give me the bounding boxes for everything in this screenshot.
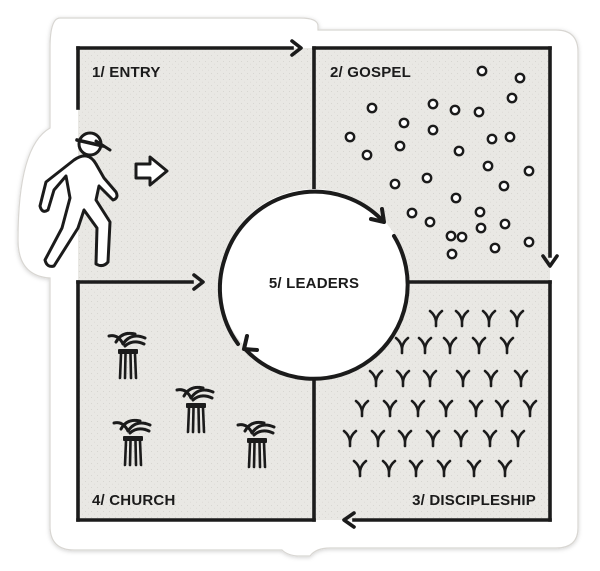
seed-dot-icon bbox=[504, 131, 516, 143]
gospel-seed-field bbox=[344, 65, 535, 260]
arrow-right-mid-icon bbox=[192, 273, 205, 291]
cycle-arrows bbox=[217, 189, 410, 381]
seed-dot-icon bbox=[450, 192, 462, 204]
arrow-down-right-icon bbox=[541, 254, 559, 268]
seed-dot-icon bbox=[394, 140, 406, 152]
seed-dot-icon bbox=[398, 117, 410, 129]
arrow-right-top-icon bbox=[290, 39, 303, 57]
church-label: 4/ CHURCH bbox=[92, 492, 175, 509]
discipleship-label: 3/ DISCIPLESHIP bbox=[412, 492, 536, 509]
seed-dot-icon bbox=[406, 207, 418, 219]
arrow-left-bottom-icon bbox=[342, 511, 356, 529]
seed-dot-icon bbox=[449, 104, 461, 116]
seed-dot-icon bbox=[445, 230, 457, 242]
cycle-arrowhead-bottom-icon bbox=[242, 334, 259, 352]
seed-dot-icon bbox=[456, 231, 468, 243]
seed-dot-icon bbox=[486, 133, 498, 145]
seed-dot-icon bbox=[389, 178, 401, 190]
seed-dot-icon bbox=[446, 248, 458, 260]
seed-dot-icon bbox=[506, 92, 518, 104]
seed-dot-icon bbox=[489, 242, 501, 254]
seed-dot-icon bbox=[473, 106, 485, 118]
seed-dot-icon bbox=[476, 65, 488, 77]
grid-frame bbox=[76, 46, 552, 522]
seed-dot-icon bbox=[514, 72, 526, 84]
center-circle bbox=[220, 189, 408, 377]
arrow-right-icon bbox=[134, 155, 169, 187]
seed-dot-icon bbox=[344, 131, 356, 143]
seed-dot-icon bbox=[424, 216, 436, 228]
seed-dot-icon bbox=[499, 218, 511, 230]
seed-dot-icon bbox=[474, 206, 486, 218]
seed-dot-icon bbox=[427, 98, 439, 110]
center-label: 5/ LEADERS bbox=[269, 275, 359, 292]
seed-dot-icon bbox=[523, 165, 535, 177]
seed-dot-icon bbox=[427, 124, 439, 136]
entry-label: 1/ ENTRY bbox=[92, 64, 161, 81]
cycle-arrowhead-top-icon bbox=[369, 207, 386, 224]
seed-dot-icon bbox=[523, 236, 535, 248]
seed-dot-icon bbox=[498, 180, 510, 192]
walking-person-icon bbox=[38, 131, 119, 268]
seed-dot-icon bbox=[366, 102, 378, 114]
seed-dot-icon bbox=[475, 222, 487, 234]
gospel-label: 2/ GOSPEL bbox=[330, 64, 411, 81]
seed-dot-icon bbox=[482, 160, 494, 172]
seed-dot-icon bbox=[453, 145, 465, 157]
seed-dot-icon bbox=[361, 149, 373, 161]
frame-arrows bbox=[192, 39, 559, 529]
seed-dot-icon bbox=[421, 172, 433, 184]
